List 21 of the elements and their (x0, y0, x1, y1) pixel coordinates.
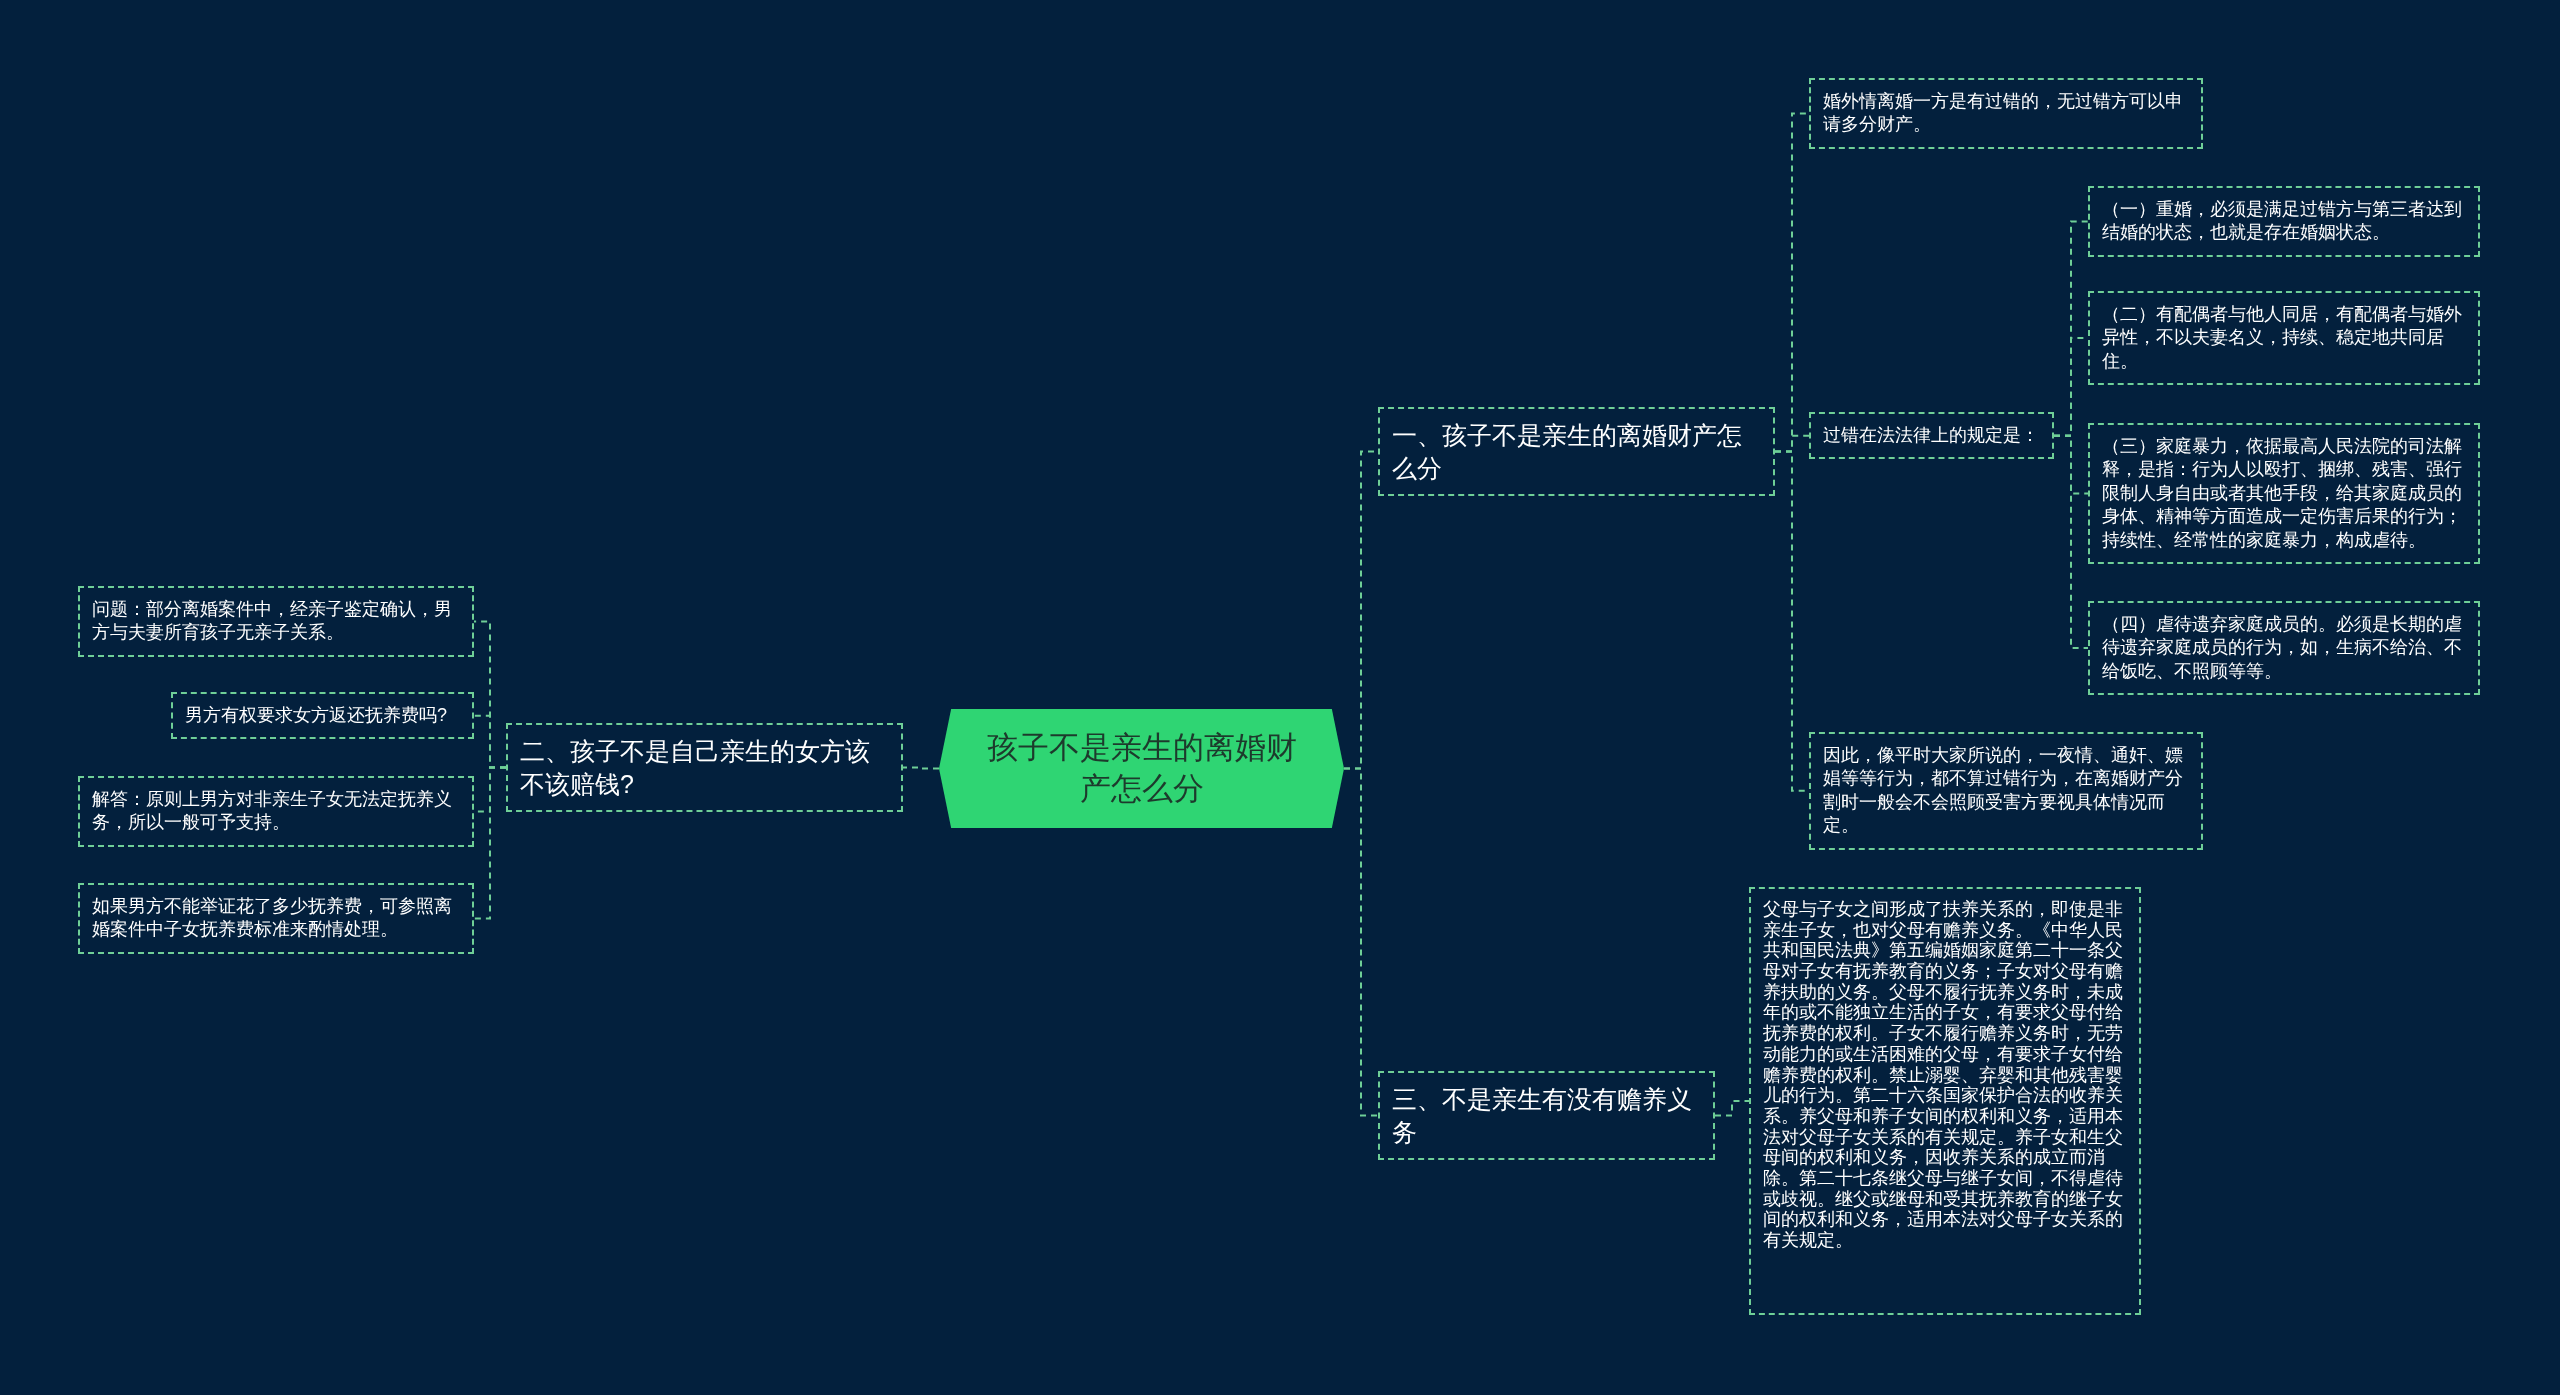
note-box: 过错在法法律上的规定是： (1809, 412, 2054, 460)
topic-box: 一、孩子不是亲生的离婚财产怎么分 (1378, 407, 1775, 496)
connector-line (1343, 767, 1379, 1117)
topic-box: 二、孩子不是自己亲生的女方该不该赔钱? (506, 723, 903, 812)
note-box: 父母与子女之间形成了扶养关系的，即使是非亲生子女，也对父母有赡养义务。《中华人民共和国民法典》第五编婚姻家庭第二十一条父母对子女有抚养教育的义务；子女对父母有赡养扶助的义务。父母不履行抚养义务时，未成年的或不能独立生活的子女，有要求父母付给抚养费的权利。子女不履行赡养义务时，无劳动能力的或生活困难的父母，有要求子女付给赡养费的权利。禁止溺婴、弃婴和其他残害婴儿的行为。第二十六条国家保护合法的收养关系。养父母和养子女间的权利和义务，适用本法对父母子女关系的有关规定。养子女和生父母间的权利和义务，因收养关系的成立而消除。第二十七条继父母与继子女间，不得虐待或歧视。继父或继母和受其抚养教育的继子女间的权利和义务，适用本法对父母子女关系的有关规定。 (1749, 887, 2141, 1315)
note-box: （三）家庭暴力，依据最高人民法院的司法解释，是指：行为人以殴打、捆绑、残害、强行限制人身自由或者其他手段，给其家庭成员的身体、精神等方面造成一定伤害后果的行为；持续性、经常性的家庭暴力，构成虐待。 (2088, 423, 2480, 564)
connector-line (2053, 434, 2089, 650)
note-box: 因此，像平时大家所说的，一夜情、通奸、嫖娼等等行为，都不算过错行为，在离婚财产分割时一般会不会照顾受害方要视具体情况而定。 (1809, 732, 2203, 850)
note-box: 问题：部分离婚案件中，经亲子鉴定确认，男方与夫妻所育孩子无亲子关系。 (78, 586, 474, 657)
note-box: 解答：原则上男方对非亲生子女无法定抚养义务，所以一般可予支持。 (78, 776, 474, 847)
note-box: 婚外情离婚一方是有过错的，无过错方可以申请多分财产。 (1809, 78, 2203, 149)
note-box: （一）重婚，必须是满足过错方与第三者达到结婚的状态，也就是存在婚姻状态。 (2088, 186, 2480, 257)
connector-line (902, 766, 940, 770)
central-topic: 孩子不是亲生的离婚财产怎么分 (939, 709, 1344, 828)
connector-line (1714, 1100, 1750, 1117)
note-box: （四）虐待遗弃家庭成员的。必须是长期的虐待遗弃家庭成员的行为，如，生病不给治、不给饭吃、不照顾等等。 (2088, 601, 2480, 696)
connector-line (473, 766, 507, 920)
note-box: 男方有权要求女方返还抚养费吗? (171, 692, 474, 740)
note-box: 如果男方不能举证花了多少抚养费，可参照离婚案件中子女抚养费标准来酌情处理。 (78, 883, 474, 954)
topic-box: 三、不是亲生有没有赡养义务 (1378, 1071, 1715, 1160)
note-box: （二）有配偶者与他人同居，有配偶者与婚外异性，不以夫妻名义，持续、稳定地共同居住。 (2088, 291, 2480, 386)
